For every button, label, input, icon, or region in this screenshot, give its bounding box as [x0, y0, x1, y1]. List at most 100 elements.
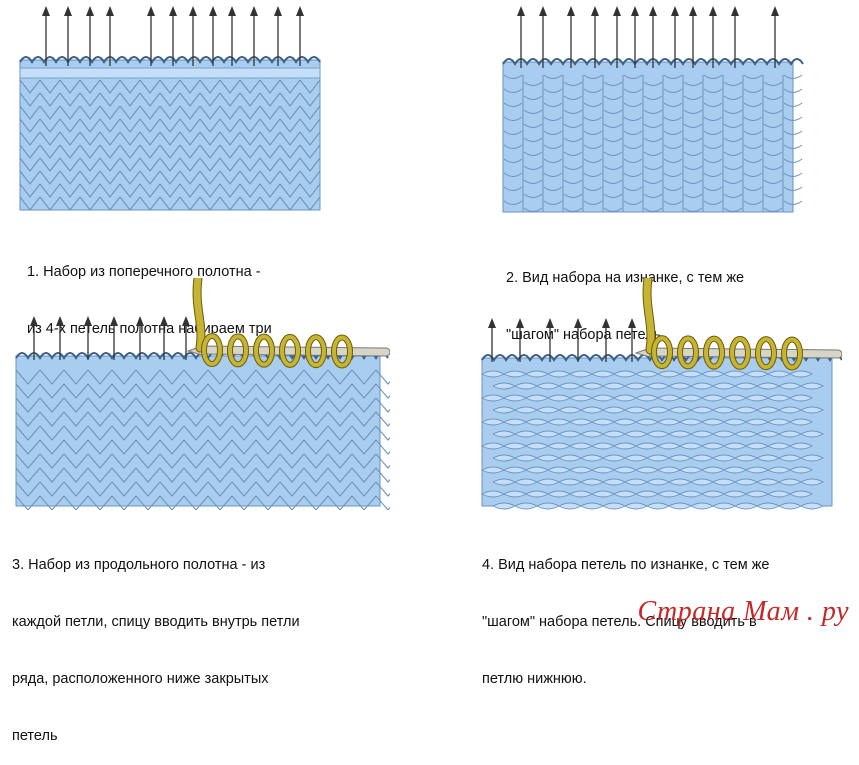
arrow-head: [136, 316, 144, 326]
purl-bump: [583, 116, 603, 121]
purl-bump: [683, 95, 703, 100]
arrow-head: [517, 6, 525, 16]
cast-on-edge: [19, 56, 321, 64]
arrow-head: [731, 6, 739, 16]
purl-bump-row: [481, 442, 813, 450]
purl-bump: [543, 116, 563, 121]
panel-1-illustration: [8, 0, 328, 215]
purl-bump: [683, 137, 703, 142]
purl-bump: [523, 151, 543, 156]
knitting-cast-on-diagram-4: [481, 278, 842, 510]
knit-row: [19, 170, 321, 185]
purl-bump: [583, 158, 603, 163]
purl-bump: [783, 102, 803, 107]
knit-row: [15, 369, 390, 385]
purl-bump: [523, 165, 543, 170]
arrow-head: [274, 6, 282, 16]
arrow-head: [771, 6, 779, 16]
knit-row: [19, 131, 321, 146]
caption-line: 2. Вид набора на изнанке, с тем же: [506, 270, 745, 286]
purl-bump: [683, 109, 703, 114]
purl-bump: [503, 88, 523, 93]
purl-bump: [703, 158, 723, 163]
purl-bump: [783, 158, 803, 163]
purl-bump: [623, 130, 643, 135]
purl-bump: [583, 144, 603, 149]
arrow-head: [189, 6, 197, 16]
purl-bump: [723, 193, 743, 198]
caption-line: петель: [12, 728, 58, 744]
purl-bump: [623, 144, 643, 149]
purl-bump: [683, 165, 703, 170]
knit-row: [15, 411, 390, 427]
purl-bump: [503, 130, 523, 135]
purl-bump: [723, 123, 743, 128]
purl-bump: [743, 200, 763, 205]
yarn-loop: [202, 334, 222, 367]
purl-bump: [603, 81, 623, 86]
knit-row: [15, 453, 390, 469]
caption-line: каждой петли, спицу вводить внутрь петли: [12, 614, 300, 630]
purl-bump: [523, 193, 543, 198]
arrow-head: [110, 316, 118, 326]
panel-4-caption: 4. Вид набора петель по изнанке, с тем ж…: [482, 518, 770, 708]
purl-bump: [743, 88, 763, 93]
arrow-head: [228, 6, 236, 16]
arrow-head: [602, 318, 610, 328]
purl-bump: [743, 116, 763, 121]
arrow-head: [169, 6, 177, 16]
purl-bump: [743, 144, 763, 149]
arrow-head: [613, 6, 621, 16]
purl-bump: [623, 74, 643, 79]
purl-bump: [683, 179, 703, 184]
purl-bump: [563, 165, 583, 170]
purl-bump: [543, 130, 563, 135]
purl-bump: [623, 172, 643, 177]
knit-row: [19, 92, 321, 107]
yarn-loop: [704, 336, 724, 369]
purl-bump: [703, 130, 723, 135]
caption-line: 4. Вид набора петель по изнанке, с тем ж…: [482, 557, 770, 573]
arrow-head: [106, 6, 114, 16]
purl-bump: [503, 186, 523, 191]
purl-bump: [563, 95, 583, 100]
purl-bump: [683, 151, 703, 156]
yarn-loop: [730, 336, 750, 369]
arrow-head: [56, 316, 64, 326]
purl-bump: [643, 151, 663, 156]
purl-bump: [603, 165, 623, 170]
yarn-loop: [306, 335, 326, 368]
arrow-head: [628, 318, 636, 328]
knitting-cast-on-diagram-1: [19, 6, 321, 211]
purl-bump: [703, 88, 723, 93]
purl-bump: [603, 109, 623, 114]
purl-bump: [723, 179, 743, 184]
purl-bump: [503, 116, 523, 121]
arrow-head: [574, 318, 582, 328]
purl-bump-row: [492, 478, 824, 486]
purl-bump: [623, 102, 643, 107]
purl-bump: [663, 130, 683, 135]
purl-bump: [703, 144, 723, 149]
purl-bump: [643, 137, 663, 142]
purl-bump: [763, 81, 783, 86]
purl-bump: [783, 74, 803, 79]
purl-bump: [703, 200, 723, 205]
purl-bump: [603, 179, 623, 184]
purl-bump: [743, 186, 763, 191]
purl-bump: [503, 74, 523, 79]
knit-row: [19, 144, 321, 159]
arrow-head: [182, 316, 190, 326]
purl-bump: [543, 172, 563, 177]
purl-bump: [623, 116, 643, 121]
arrow-head: [147, 6, 155, 16]
purl-bump: [683, 193, 703, 198]
arrow-head: [488, 318, 496, 328]
purl-bump: [643, 179, 663, 184]
purl-bump: [743, 102, 763, 107]
purl-bump: [623, 186, 643, 191]
arrow-head: [709, 6, 717, 16]
yarn-loop: [254, 334, 274, 367]
purl-bump-row: [481, 394, 813, 402]
purl-bump: [723, 165, 743, 170]
